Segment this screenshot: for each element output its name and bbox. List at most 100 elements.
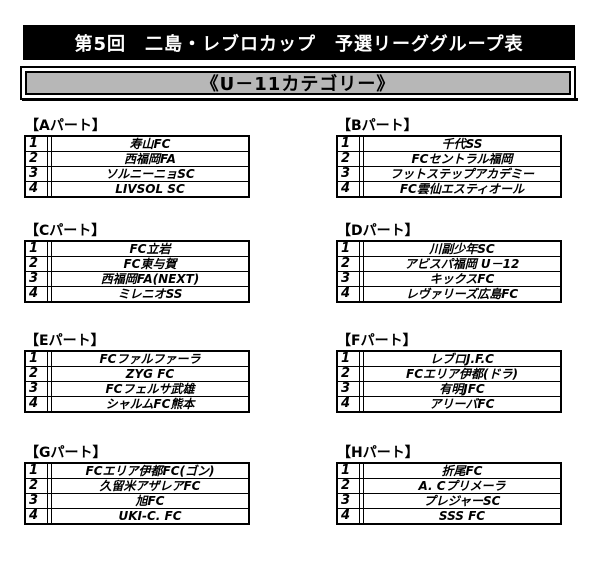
slot-number: 4 [338, 509, 360, 523]
divider [48, 352, 52, 366]
team-name: 寿山FC [129, 137, 171, 151]
category-banner: 《U－11カテゴリー》 [20, 66, 576, 100]
slot-number: 1 [338, 352, 360, 366]
slot-number: 3 [26, 167, 48, 181]
divider [48, 167, 52, 181]
divider [360, 382, 364, 396]
team-name: 折尾FC [441, 464, 483, 478]
table-row: 1 寿山FC [26, 137, 248, 151]
divider [360, 352, 364, 366]
team-name: シャルムFC熊本 [105, 397, 195, 411]
team-name: アリーバFC [429, 397, 495, 411]
table-row: 4 アリーバFC [338, 396, 560, 411]
team-name: ミレニオSS [117, 287, 183, 301]
team-name: プレジャーSC [423, 494, 501, 508]
table-row: 2 FCエリア伊都(ドラ) [338, 366, 560, 381]
divider [48, 257, 52, 271]
slot-number: 3 [338, 382, 360, 396]
team-name: FCエリア伊都(ドラ) [406, 367, 518, 381]
group-label: 【Gパート】 [25, 445, 107, 461]
slot-number: 1 [26, 242, 48, 256]
table-row: 1 FC立岩 [26, 242, 248, 256]
team-name: 旭FC [135, 494, 165, 508]
table-row: 4 SSS FC [338, 508, 560, 523]
divider [360, 242, 364, 256]
divider [48, 272, 52, 286]
slot-number: 2 [26, 152, 48, 166]
divider [360, 137, 364, 151]
slot-number: 1 [26, 137, 48, 151]
slot-number: 2 [338, 257, 360, 271]
slot-number: 3 [338, 167, 360, 181]
group-label: 【Hパート】 [337, 445, 419, 461]
divider [48, 137, 52, 151]
divider [360, 494, 364, 508]
team-name: SSS FC [438, 509, 486, 523]
slot-number: 4 [338, 397, 360, 411]
team-name: 有明JFC [439, 382, 485, 396]
divider [48, 509, 52, 523]
table-row: 2 西福岡FA [26, 151, 248, 166]
slot-number: 1 [26, 352, 48, 366]
page-title: 第5回 二島・レブロカップ 予選リーググループ表 [23, 25, 575, 60]
group-label: 【Bパート】 [337, 118, 418, 134]
team-name: 西福岡FA(NEXT) [100, 272, 200, 286]
divider [360, 367, 364, 381]
team-name: アビスパ福岡 U－12 [404, 257, 520, 271]
divider [48, 479, 52, 493]
divider [360, 167, 364, 181]
slot-number: 2 [26, 367, 48, 381]
team-name: フットステップアカデミー [389, 167, 534, 181]
table-row: 3 フットステップアカデミー [338, 166, 560, 181]
divider [48, 152, 52, 166]
slot-number: 2 [338, 367, 360, 381]
divider [48, 464, 52, 478]
team-name: FC立岩 [129, 242, 171, 256]
slot-number: 1 [26, 464, 48, 478]
team-name: FCファルファーラ [99, 352, 201, 366]
table-row: 3 FCフェルサ武雄 [26, 381, 248, 396]
slot-number: 3 [26, 272, 48, 286]
team-name: UKI-C. FC [118, 509, 182, 523]
group-label: 【Fパート】 [337, 333, 417, 349]
divider [48, 182, 52, 196]
slot-number: 3 [26, 382, 48, 396]
slot-number: 4 [338, 182, 360, 196]
category-title: 《U－11カテゴリー》 [25, 71, 571, 95]
group-label: 【Aパート】 [25, 118, 106, 134]
team-name: 千代SS [441, 137, 483, 151]
divider [360, 257, 364, 271]
team-name: 西福岡FA [124, 152, 176, 166]
divider [360, 509, 364, 523]
slot-number: 3 [338, 272, 360, 286]
team-name: FCフェルサ武雄 [105, 382, 195, 396]
team-name: LIVSOL SC [115, 182, 185, 196]
team-name: A. Cプリメーラ [418, 479, 506, 493]
slot-number: 1 [338, 242, 360, 256]
